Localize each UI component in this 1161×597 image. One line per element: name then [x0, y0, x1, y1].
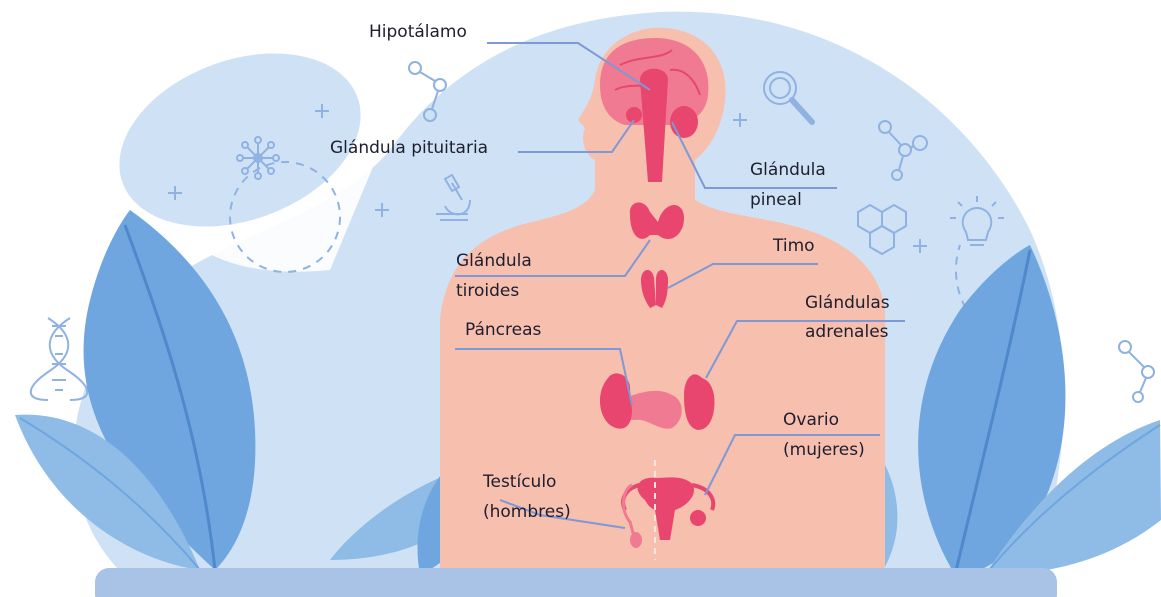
label-tiroides-line1: Glándula	[456, 249, 532, 273]
label-pituitaria: Glándula pituitaria	[330, 136, 488, 160]
label-pineal-line1: Glándula	[750, 158, 826, 182]
molecule-icon	[1119, 341, 1154, 402]
label-pancreas: Páncreas	[465, 318, 541, 342]
label-adrenales-line2: adrenales	[805, 320, 889, 344]
label-adrenales-line1: Glándulas	[805, 291, 890, 315]
label-testiculo-line2: (hombres)	[483, 500, 571, 524]
label-hipotalamo: Hipotálamo	[369, 20, 467, 44]
label-ovario-line2: (mujeres)	[783, 438, 865, 462]
pineal-gland	[670, 106, 698, 138]
label-ovario-line1: Ovario	[783, 408, 839, 432]
label-testiculo-line1: Testículo	[483, 470, 556, 494]
ground-bar	[95, 568, 1057, 597]
label-tiroides-line2: tiroides	[456, 279, 519, 303]
dna-icon	[31, 318, 88, 400]
label-pineal-line2: pineal	[750, 188, 802, 212]
label-timo: Timo	[773, 234, 815, 258]
